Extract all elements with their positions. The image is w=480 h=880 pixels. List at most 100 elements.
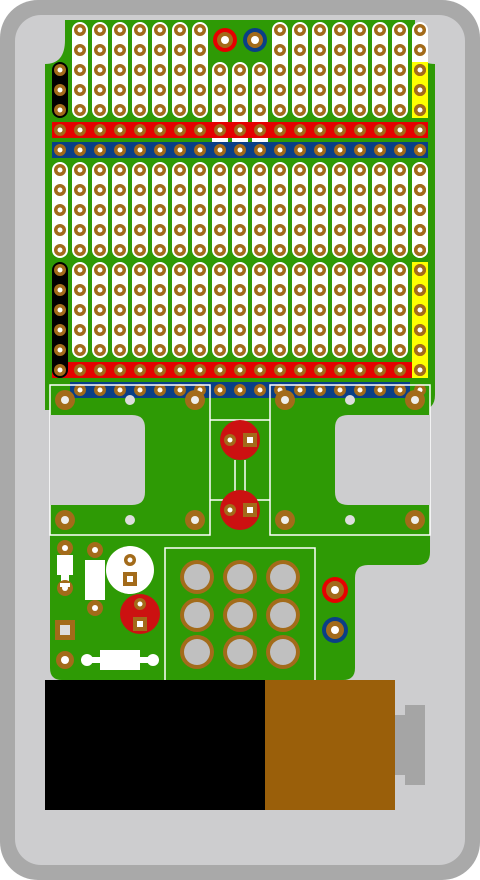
pad (394, 364, 406, 376)
pad (174, 184, 186, 196)
led-icon (220, 420, 260, 460)
button-module-left (49, 384, 211, 536)
pad (414, 344, 426, 356)
pad (54, 104, 66, 116)
pad (214, 224, 226, 236)
pad (374, 44, 386, 56)
pad (294, 64, 306, 76)
led-icon (220, 490, 260, 530)
pad (54, 84, 66, 96)
pad (294, 304, 306, 316)
pad (234, 324, 246, 336)
pad (74, 364, 86, 376)
pad (374, 244, 386, 256)
pad (134, 284, 146, 296)
pad (174, 84, 186, 96)
pad (74, 264, 86, 276)
pad (154, 364, 166, 376)
pad (114, 64, 126, 76)
pad (354, 24, 366, 36)
pad (334, 184, 346, 196)
screw-hole (125, 515, 135, 525)
pad (74, 24, 86, 36)
pad (234, 144, 246, 156)
pad (94, 204, 106, 216)
pad (414, 324, 426, 336)
pad (314, 264, 326, 276)
pad (194, 164, 206, 176)
pad (394, 384, 406, 396)
pad (74, 244, 86, 256)
pad (394, 244, 406, 256)
pad (174, 324, 186, 336)
pad (254, 144, 266, 156)
pad (314, 124, 326, 136)
pad (114, 204, 126, 216)
pad (314, 164, 326, 176)
pad (254, 64, 266, 76)
pad (414, 284, 426, 296)
pad (214, 284, 226, 296)
pad (274, 224, 286, 236)
connector-pad (322, 577, 348, 603)
pad (234, 224, 246, 236)
pad (254, 384, 266, 396)
screw-hole (125, 395, 135, 405)
pad (74, 324, 86, 336)
pad (154, 144, 166, 156)
pad (174, 284, 186, 296)
pad (294, 224, 306, 236)
pad (274, 324, 286, 336)
pad (114, 104, 126, 116)
pad (254, 224, 266, 236)
pad (294, 84, 306, 96)
pad (174, 144, 186, 156)
pad (314, 324, 326, 336)
pad (254, 244, 266, 256)
pad (274, 364, 286, 376)
pad (314, 24, 326, 36)
pad (334, 224, 346, 236)
pad (414, 304, 426, 316)
pad (134, 344, 146, 356)
pad (274, 24, 286, 36)
pad (294, 44, 306, 56)
pad (194, 224, 206, 236)
pad (174, 244, 186, 256)
pad (274, 244, 286, 256)
pad (334, 264, 346, 276)
pad (314, 104, 326, 116)
pad (74, 104, 86, 116)
pad (154, 44, 166, 56)
pad (334, 344, 346, 356)
pad (194, 104, 206, 116)
pad (174, 64, 186, 76)
pad (394, 184, 406, 196)
pad (114, 264, 126, 276)
square-pad (55, 620, 75, 640)
pad (154, 164, 166, 176)
pad (114, 244, 126, 256)
diode-icon (85, 542, 105, 616)
pad (394, 44, 406, 56)
pad (334, 364, 346, 376)
pad (174, 264, 186, 276)
pad (254, 344, 266, 356)
protoboard-pads (54, 24, 426, 643)
led-icon (120, 594, 160, 634)
pad (394, 124, 406, 136)
pad (314, 144, 326, 156)
mounting-pad (405, 390, 425, 410)
pad (294, 344, 306, 356)
pad (374, 144, 386, 156)
pad (174, 164, 186, 176)
pad (334, 44, 346, 56)
pad (374, 84, 386, 96)
pad (54, 364, 66, 376)
pad (294, 264, 306, 276)
pad (274, 64, 286, 76)
pad (334, 204, 346, 216)
pad (54, 184, 66, 196)
pad (314, 304, 326, 316)
pad (254, 364, 266, 376)
